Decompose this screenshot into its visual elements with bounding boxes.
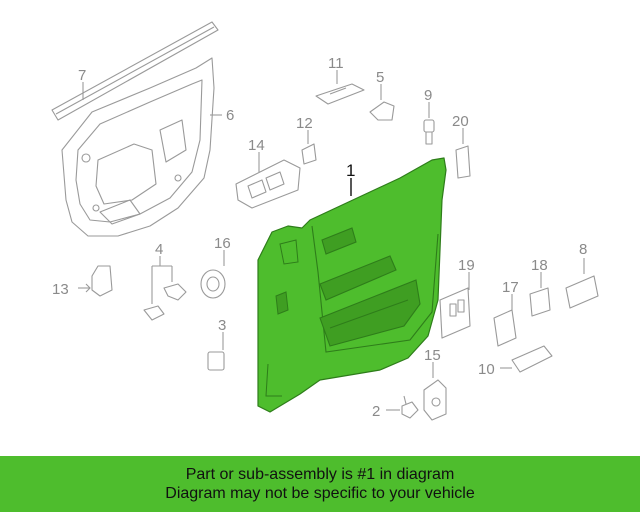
callout-3: 3 bbox=[218, 317, 226, 334]
part-14-window-switch bbox=[235, 152, 301, 209]
part-16-speaker bbox=[200, 250, 226, 299]
part-4-fasteners bbox=[143, 256, 187, 321]
banner-line-disclaimer: Diagram may not be specific to your vehi… bbox=[165, 485, 475, 502]
part-17-bracket bbox=[493, 294, 517, 347]
part-1-door-trim-panel bbox=[257, 157, 447, 413]
part-11-switch-bezel bbox=[315, 70, 365, 105]
part-8-trim-cap bbox=[565, 258, 599, 309]
callout-19: 19 bbox=[458, 257, 475, 274]
part-12-cap bbox=[301, 130, 317, 165]
parts-diagram: 1 2 3 4 5 6 7 8 9 10 11 12 13 14 15 16 1… bbox=[51, 21, 599, 421]
part-18-bracket bbox=[529, 272, 551, 317]
callout-4: 4 bbox=[155, 241, 163, 258]
diagram-notice-banner: Part or sub-assembly is #1 in diagram Di… bbox=[0, 456, 640, 512]
callout-1: 1 bbox=[346, 161, 355, 180]
callout-7: 7 bbox=[78, 67, 86, 84]
callout-5: 5 bbox=[376, 69, 384, 86]
callout-18: 18 bbox=[531, 257, 548, 274]
part-20-lamp bbox=[455, 128, 471, 179]
part-13-clip bbox=[78, 265, 113, 297]
callout-6: 6 bbox=[226, 107, 234, 124]
callout-9: 9 bbox=[424, 87, 432, 104]
banner-line-part-number: Part or sub-assembly is #1 in diagram bbox=[185, 466, 455, 483]
callout-11: 11 bbox=[328, 55, 344, 72]
part-10-handle bbox=[500, 345, 553, 373]
part-5-clip bbox=[369, 84, 395, 121]
callout-2: 2 bbox=[372, 403, 380, 420]
callout-8: 8 bbox=[579, 241, 587, 258]
part-9-bulb bbox=[423, 102, 435, 145]
callout-14: 14 bbox=[248, 137, 265, 154]
part-6-door-inner-frame bbox=[61, 57, 222, 237]
callout-10: 10 bbox=[478, 361, 495, 378]
part-3-plug bbox=[207, 332, 225, 371]
callout-12: 12 bbox=[296, 115, 313, 132]
part-15-latch bbox=[423, 362, 447, 421]
part-7-belt-molding bbox=[51, 21, 219, 121]
callout-13: 13 bbox=[52, 281, 69, 298]
callout-16: 16 bbox=[214, 235, 231, 252]
callout-17: 17 bbox=[502, 279, 519, 296]
part-2-screw bbox=[386, 395, 419, 419]
callout-15: 15 bbox=[424, 347, 441, 364]
callout-20: 20 bbox=[452, 113, 469, 130]
part-19-switch-plate bbox=[439, 272, 471, 339]
